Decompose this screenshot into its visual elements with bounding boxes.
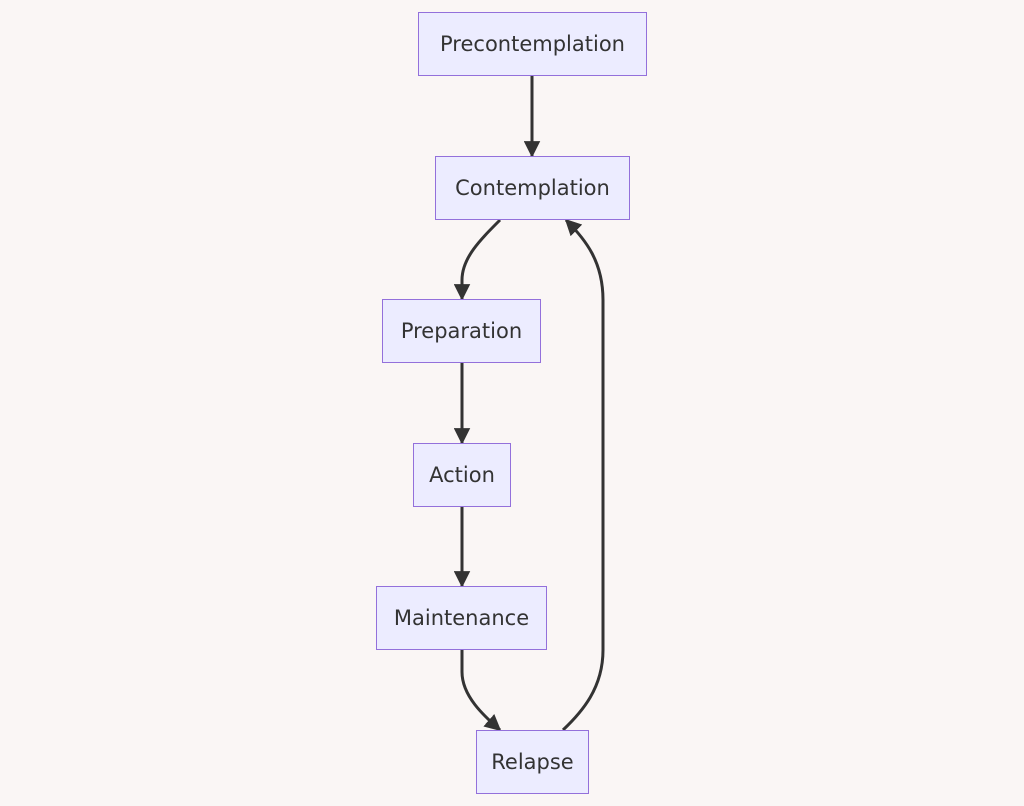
node-action: Action (413, 443, 511, 507)
node-relapse: Relapse (476, 730, 589, 794)
edge-relapse-to-contemplation (561, 218, 605, 732)
edge-maintenance-to-relapse (460, 650, 502, 732)
edge-contemplation-to-preparation (453, 218, 502, 301)
node-contemplation: Contemplation (435, 156, 630, 220)
node-preparation: Preparation (382, 299, 541, 363)
node-maintenance: Maintenance (376, 586, 547, 650)
node-precontemplation: Precontemplation (418, 12, 647, 76)
